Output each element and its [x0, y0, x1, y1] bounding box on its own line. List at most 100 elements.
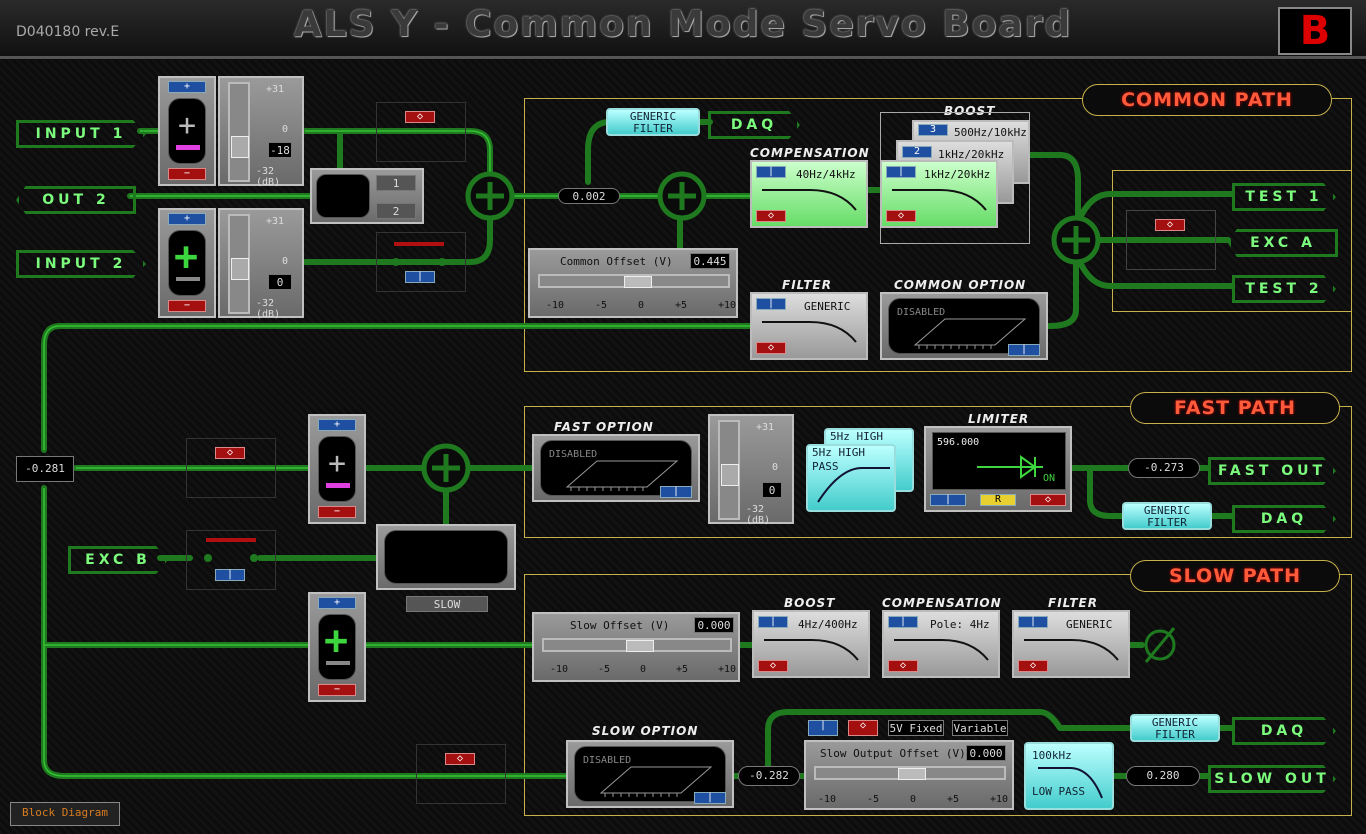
fast-gain-value[interactable]: 0	[762, 482, 782, 498]
input2-switch-toggle[interactable]: |	[405, 271, 435, 283]
fast-daq-port[interactable]: DAQ	[1232, 505, 1336, 533]
input2-minus-button[interactable]: −	[168, 300, 206, 312]
slow-output-offset-value[interactable]: 0.000	[966, 745, 1006, 761]
fast-gain-slider[interactable]	[718, 420, 740, 520]
fast-out-port[interactable]: FAST OUT	[1208, 457, 1336, 485]
slow-boost-button[interactable]: | 4Hz/400Hz ◇	[752, 610, 870, 678]
common-filter-button[interactable]: | GENERIC ◇	[750, 292, 868, 360]
boost-stage-3-label: 500Hz/10kHz	[954, 126, 1027, 139]
input1-enable-toggle[interactable]: ◇	[405, 111, 435, 123]
input1-plus-icon: +	[178, 108, 197, 143]
common-filter-enable-toggle[interactable]: |	[756, 298, 786, 310]
common-offset-slider[interactable]	[538, 274, 730, 288]
fast-minus-bar-icon	[326, 483, 350, 488]
logo-button[interactable]: B	[1278, 7, 1352, 55]
compensation-filter-button[interactable]: | 40Hz/4kHz ◇	[750, 160, 868, 228]
slow-filter-enable-toggle[interactable]: |	[1018, 616, 1048, 628]
slow-offset-thumb[interactable]	[626, 640, 654, 652]
slow-comp-caption: COMPENSATION	[882, 596, 1002, 610]
boost-bypass-toggle[interactable]: ◇	[886, 210, 916, 222]
slow-output-bypass-toggle[interactable]: ◇	[848, 720, 878, 736]
slow-offset-slider[interactable]	[542, 638, 732, 652]
common-option-block: DISABLED |	[880, 292, 1048, 360]
input1-gain-thumb[interactable]	[231, 136, 249, 158]
input1-port[interactable]: INPUT 1	[16, 120, 146, 148]
slow-enable-toggle[interactable]: ◇	[445, 753, 475, 765]
input2-port[interactable]: INPUT 2	[16, 250, 146, 278]
slow-readout-left: -0.282	[738, 766, 800, 786]
slow-filter-bypass-toggle[interactable]: ◇	[1018, 660, 1048, 672]
common-filter-bypass-toggle[interactable]: ◇	[756, 342, 786, 354]
fast-plus-button[interactable]: +	[318, 419, 356, 431]
boost-stage-2-num[interactable]: 2	[902, 146, 932, 158]
fast-generic-filter-button[interactable]: GENERIC FILTER	[1122, 502, 1212, 530]
input2-gain-thumb[interactable]	[231, 258, 249, 280]
common-filter-label: GENERIC	[804, 300, 851, 313]
exc-b-port[interactable]: EXC B	[68, 546, 168, 574]
chip-icon	[565, 460, 679, 491]
exc-b-switch-toggle[interactable]: |	[215, 569, 245, 581]
input2-gain-slider[interactable]	[228, 214, 250, 314]
slow-switch-button[interactable]: SLOW	[406, 596, 488, 612]
input1-gain-slider[interactable]	[228, 82, 250, 182]
slow-offset-value[interactable]: 0.000	[694, 617, 734, 633]
slow-output-offset-thumb[interactable]	[898, 768, 926, 780]
compensation-enable-toggle[interactable]: |	[756, 166, 786, 178]
slow-fixed-button[interactable]: 5V Fixed	[888, 720, 944, 736]
slow-filter-button[interactable]: | GENERIC ◇	[1012, 610, 1130, 678]
tick-label: 0	[639, 664, 647, 675]
slow-boost-enable-toggle[interactable]: |	[758, 616, 788, 628]
input1-gain-value[interactable]: -18	[268, 142, 292, 158]
common-offset-thumb[interactable]	[624, 276, 652, 288]
limiter-state: ON	[1043, 473, 1056, 484]
compensation-bypass-toggle[interactable]: ◇	[756, 210, 786, 222]
boost-stage-3-num[interactable]: 3	[918, 124, 948, 136]
fast-option-toggle[interactable]: |	[660, 486, 692, 498]
mux-option-1[interactable]: 1	[376, 175, 416, 191]
fast-enable-toggle[interactable]: ◇	[215, 447, 245, 459]
highpass-filter-button[interactable]: 5Hz HIGH PASS	[806, 444, 896, 512]
slow-comp-bypass-toggle[interactable]: ◇	[888, 660, 918, 672]
common-option-toggle[interactable]: |	[1008, 344, 1040, 356]
fast-minus-button[interactable]: −	[318, 506, 356, 518]
input1-plus-button[interactable]: +	[168, 81, 206, 93]
input1-minus-button[interactable]: −	[168, 168, 206, 180]
slow-option-toggle[interactable]: |	[694, 792, 726, 804]
common-daq-port[interactable]: DAQ	[708, 111, 800, 139]
slow-comp-button[interactable]: | Pole: 4Hz ◇	[882, 610, 1000, 678]
slow-output-enable-toggle[interactable]: |	[808, 720, 838, 736]
slow-output-offset-slider[interactable]	[814, 766, 1006, 780]
exc-a-enable-toggle[interactable]: ◇	[1155, 219, 1185, 231]
fast-option-block: DISABLED |	[532, 434, 700, 502]
slow-minus-button[interactable]: −	[318, 684, 356, 696]
tick-label: +10	[989, 794, 1008, 805]
slow-plus-button[interactable]: +	[318, 597, 356, 609]
limiter-enable-toggle[interactable]: |	[930, 494, 966, 506]
slow-variable-button[interactable]: Variable	[952, 720, 1008, 736]
limiter-bypass-toggle[interactable]: ◇	[1030, 494, 1066, 506]
test2-port[interactable]: TEST 2	[1232, 275, 1336, 303]
slow-generic-filter-button[interactable]: GENERIC FILTER	[1130, 714, 1220, 742]
diode-icon	[977, 455, 1043, 479]
input2-plus-button[interactable]: +	[168, 213, 206, 225]
out2-port[interactable]: OUT 2	[16, 186, 136, 214]
boost-stage-1-toggle[interactable]: |	[886, 166, 916, 178]
lowpass-filter-button[interactable]: 100kHz LOW PASS	[1024, 742, 1114, 810]
fast-gain-thumb[interactable]	[721, 464, 739, 486]
mux-option-2[interactable]: 2	[376, 203, 416, 219]
test1-port[interactable]: TEST 1	[1232, 183, 1336, 211]
slow-boost-bypass-toggle[interactable]: ◇	[758, 660, 788, 672]
limiter-reset-button[interactable]: R	[980, 494, 1016, 506]
block-diagram-button[interactable]: Block Diagram	[10, 802, 120, 826]
common-generic-filter-button[interactable]: GENERIC FILTER	[606, 108, 700, 136]
exc-a-port[interactable]: EXC A	[1228, 229, 1338, 257]
slow-daq-port[interactable]: DAQ	[1232, 717, 1336, 745]
common-offset-value[interactable]: 0.445	[690, 253, 730, 269]
slow-comp-enable-toggle[interactable]: |	[888, 616, 918, 628]
slow-out-port[interactable]: SLOW OUT	[1208, 765, 1336, 793]
boost-stage-1[interactable]: | 1kHz/20kHz ◇	[880, 160, 998, 228]
input2-gain-value[interactable]: 0	[268, 274, 292, 290]
